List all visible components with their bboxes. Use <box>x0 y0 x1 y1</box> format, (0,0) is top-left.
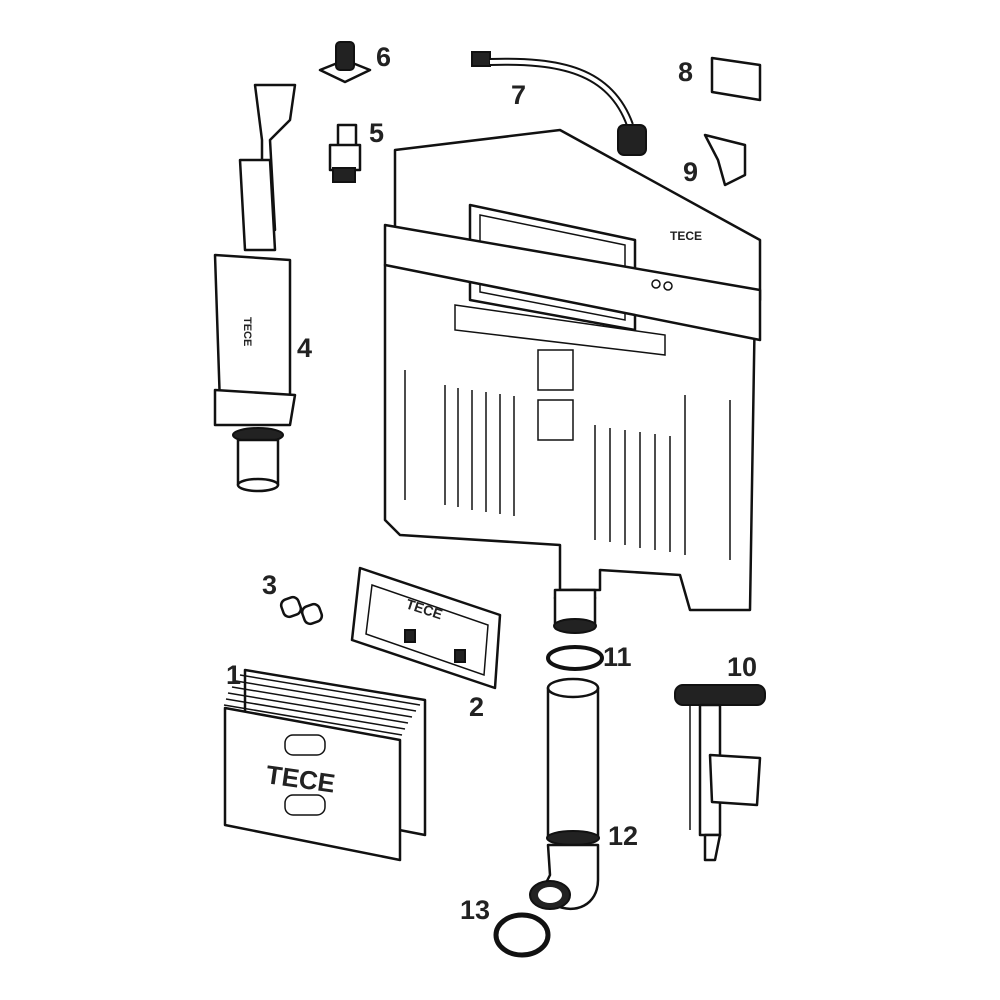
clip-part <box>703 133 747 187</box>
cistern-logo: TECE <box>670 229 702 243</box>
callout-8: 8 <box>678 57 694 87</box>
flush-pipe-part <box>529 677 600 911</box>
plugs-part <box>279 595 324 626</box>
bracket-part <box>710 56 762 102</box>
flush-valve-logo: TECE <box>241 317 253 346</box>
callout-3: 3 <box>262 570 278 600</box>
angle-valve-part <box>328 123 362 183</box>
callout-9: 9 <box>683 157 699 187</box>
callout-7: 7 <box>511 80 527 110</box>
flush-valve-part: TECE <box>213 83 297 493</box>
seal-ring-part <box>546 645 604 671</box>
callout-11: 11 <box>603 642 632 672</box>
callout-2: 2 <box>469 692 485 722</box>
callout-6: 6 <box>376 42 392 72</box>
callout-5: 5 <box>369 118 385 148</box>
callout-13: 13 <box>460 895 491 925</box>
callout-10: 10 <box>727 652 758 682</box>
callout-12: 12 <box>608 821 639 851</box>
fill-valve-part <box>674 684 766 862</box>
callout-4: 4 <box>297 333 313 363</box>
callout-1: 1 <box>226 660 242 690</box>
connector-part <box>318 41 372 84</box>
mounting-plate-part: TECE <box>350 566 502 690</box>
hose-part <box>471 51 647 156</box>
seal-ring-small-part <box>493 912 551 958</box>
cistern: TECE <box>383 128 762 634</box>
insulation-box-part: TECE <box>223 668 427 862</box>
